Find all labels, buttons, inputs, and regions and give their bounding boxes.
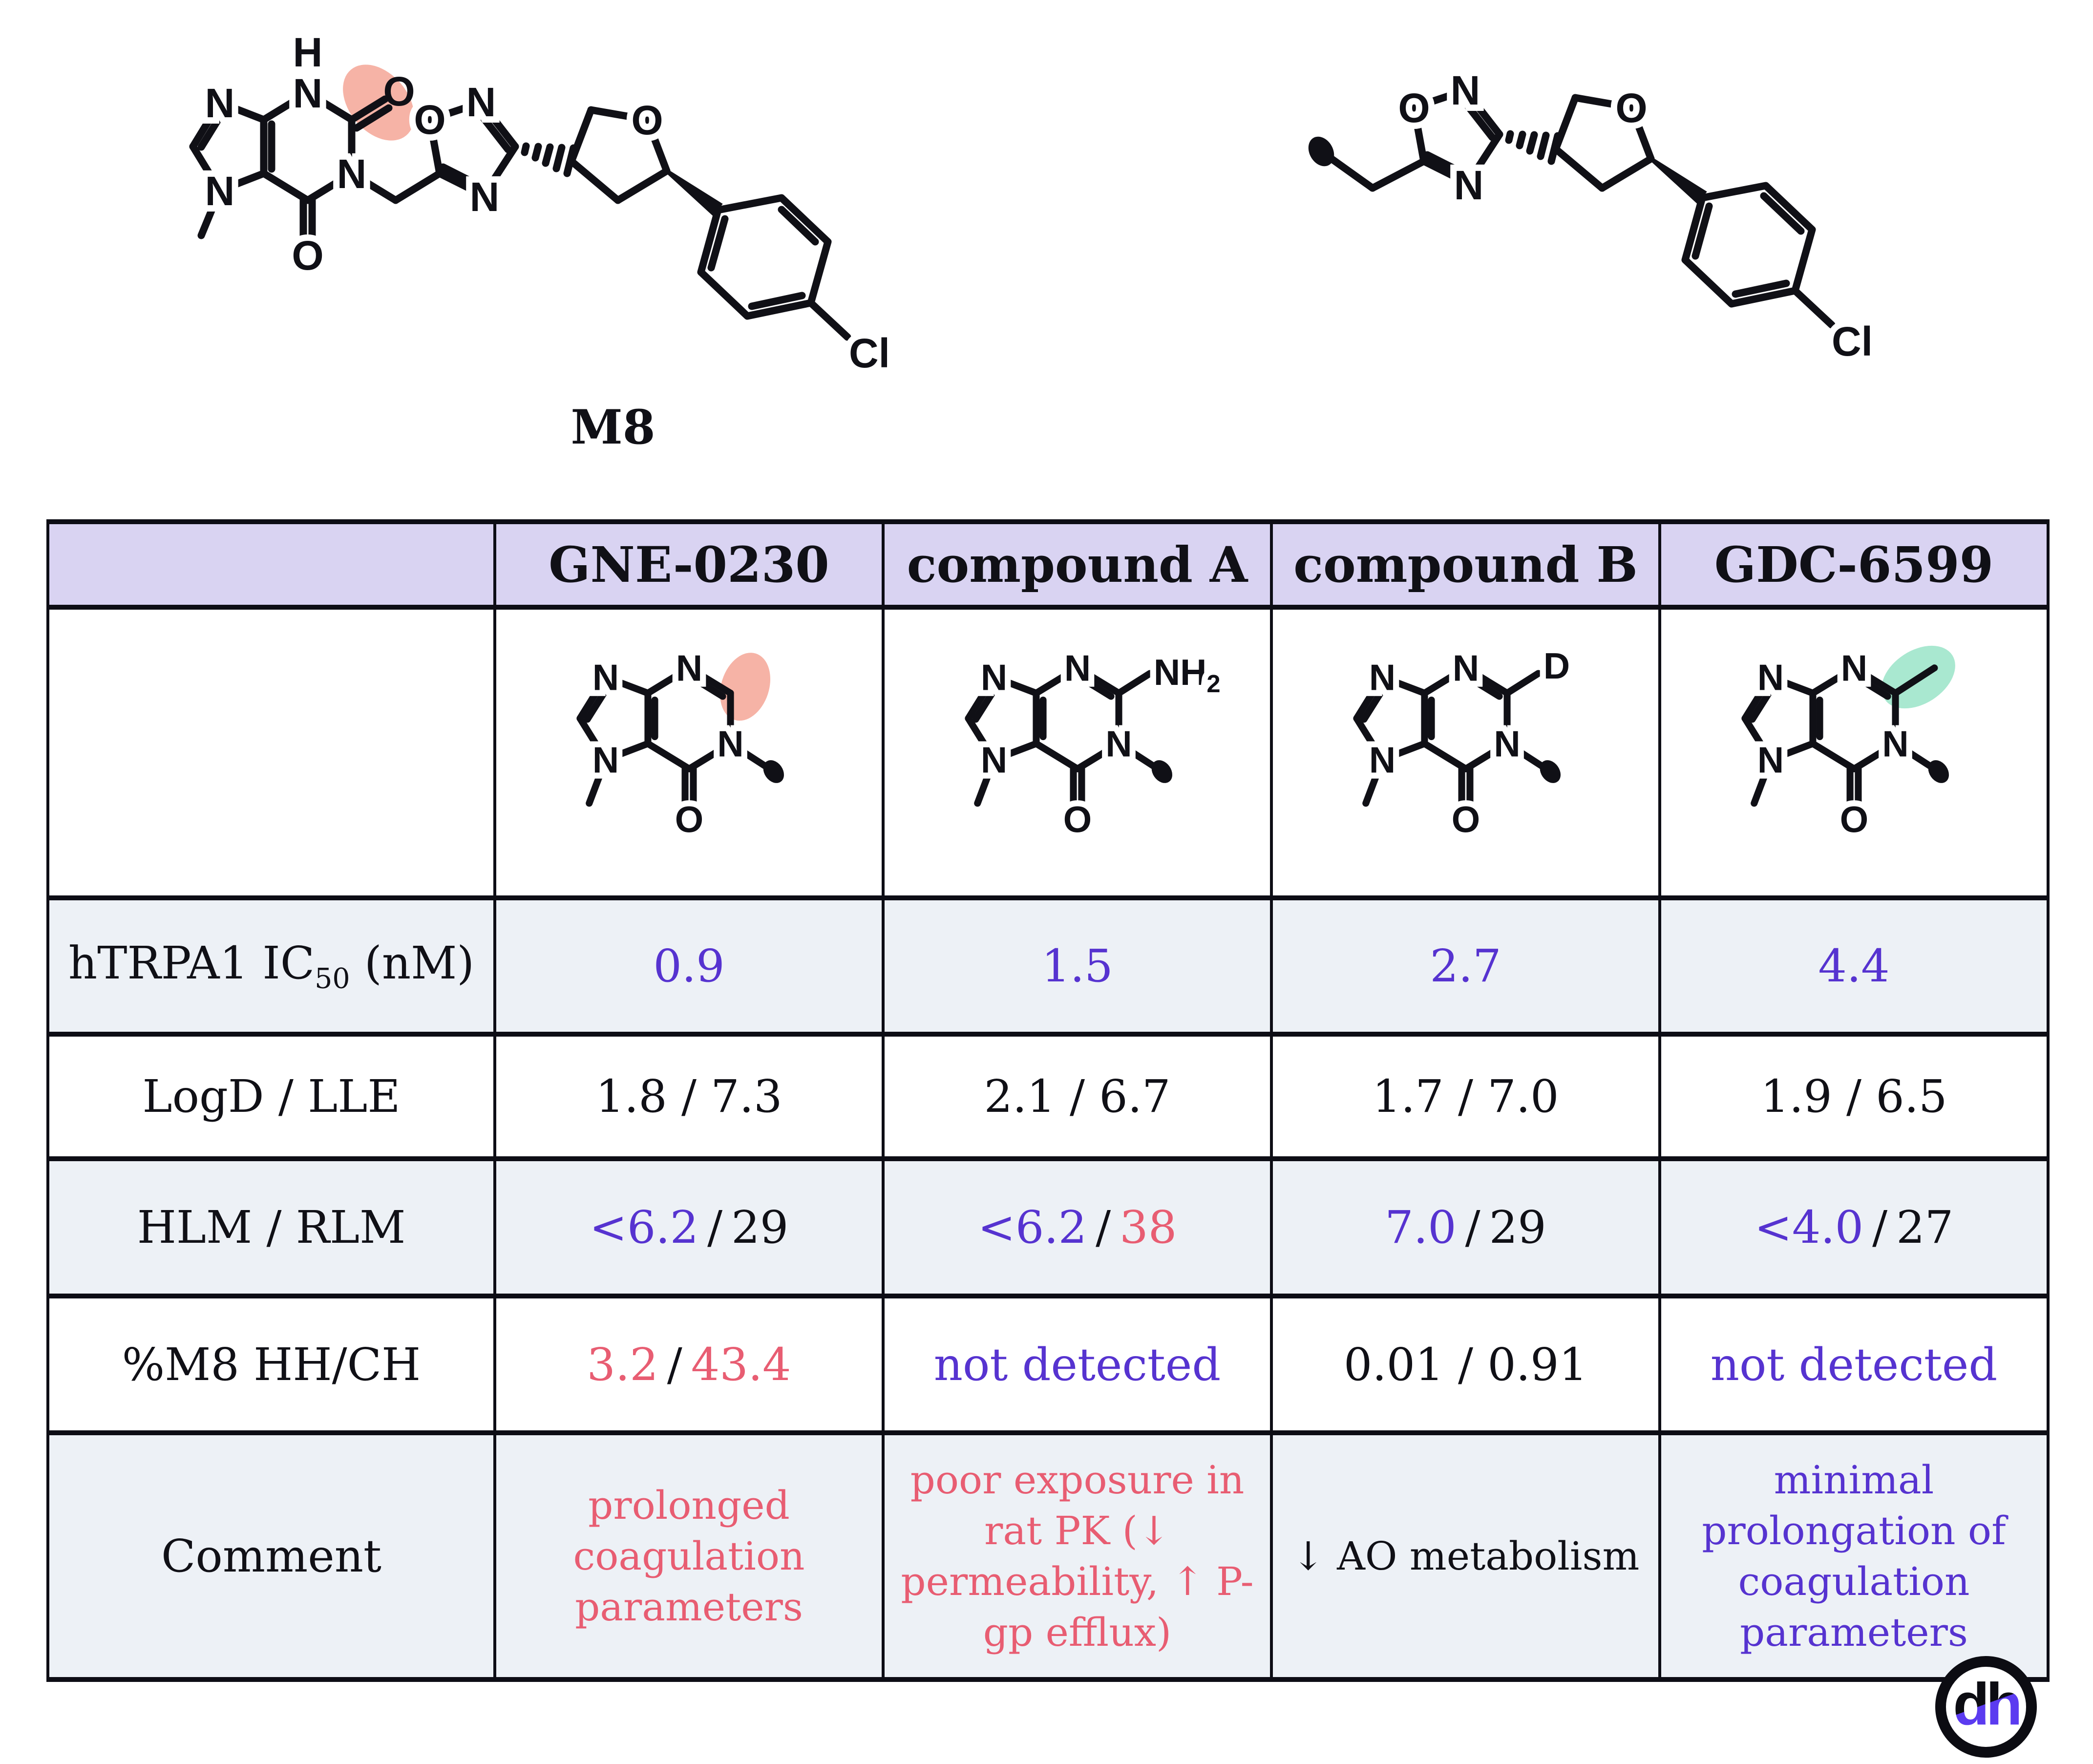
logd-cpda: 2.1 / 6.7 xyxy=(882,1032,1273,1161)
logo-text: dh xyxy=(1953,1671,2022,1737)
atom-n: N xyxy=(1105,723,1132,764)
atom-o: O xyxy=(1398,85,1430,131)
atom-h: H xyxy=(293,29,323,75)
hlm-cpda: <6.2/38 xyxy=(882,1156,1273,1298)
compound-comparison-table: GNE-0230 compound A compound B GDC-6599 … xyxy=(46,519,2050,1682)
atom-nh2: NH2 xyxy=(1153,651,1220,697)
m8-gne: 3.2/43.4 xyxy=(493,1294,885,1435)
m8-row: %M8 HH/CH 3.2/43.4 not detected 0.01 / 0… xyxy=(46,1294,2050,1435)
logd-gdc: 1.9 / 6.5 xyxy=(1658,1032,2050,1161)
atom-n: N xyxy=(1452,647,1479,688)
atom-n: N xyxy=(1454,162,1484,208)
atom-o: O xyxy=(631,97,663,143)
structure-empty-cell xyxy=(46,605,496,900)
header-row: GNE-0230 compound A compound B GDC-6599 xyxy=(46,519,2050,610)
header-empty xyxy=(46,519,496,610)
atom-n: N xyxy=(293,70,323,116)
potency-gdc: 4.4 xyxy=(1658,895,2050,1037)
potency-cpda: 1.5 xyxy=(882,895,1273,1037)
m8-gdc: not detected xyxy=(1658,1294,2050,1435)
header-gdc-6599: GDC-6599 xyxy=(1658,519,2050,610)
drug-hunter-logo: dh xyxy=(1935,1656,2037,1758)
potency-gne: 0.9 xyxy=(493,895,885,1037)
atom-o: O xyxy=(414,97,445,143)
atom-n: N xyxy=(1757,657,1783,698)
atom-o: O xyxy=(292,233,323,278)
atom-n: N xyxy=(1882,723,1908,764)
atom-cl: Cl xyxy=(1832,319,1873,364)
hlm-gdc: <4.0/27 xyxy=(1658,1156,2050,1298)
logd-gne: 1.8 / 7.3 xyxy=(493,1032,885,1161)
atom-n: N xyxy=(592,739,618,780)
structure-compound-b: D N N N N O xyxy=(1314,639,1576,846)
row-label-potency: hTRPA1 IC50 (nM) xyxy=(46,895,496,1037)
atom-n: N xyxy=(1494,723,1520,764)
structure-gdc-6599: N N N N O xyxy=(1703,641,2006,846)
atom-n: N xyxy=(1840,647,1867,688)
m8-structure-label: M8 xyxy=(571,400,655,455)
atom-n: N xyxy=(470,174,500,220)
hlm-row: HLM / RLM <6.2/29 <6.2/38 7.0/29 <4.0/27 xyxy=(46,1156,2050,1298)
logd-row: LogD / LLE 1.8 / 7.3 2.1 / 6.7 1.7 / 7.0… xyxy=(46,1032,2050,1161)
structure-cell-cpda: NH2 N N N N O xyxy=(882,605,1273,900)
atom-n: N xyxy=(1757,739,1783,780)
row-label-logd: LogD / LLE xyxy=(46,1032,496,1161)
potency-row: hTRPA1 IC50 (nM) 0.9 1.5 2.7 4.4 xyxy=(46,895,2050,1037)
atom-o: O xyxy=(383,68,415,114)
header-compound-b: compound B xyxy=(1270,519,1661,610)
atom-n: N xyxy=(1064,647,1090,688)
comment-cpda: poor exposure in rat PK (↓ permeability,… xyxy=(882,1430,1273,1682)
row-label-hlm: HLM / RLM xyxy=(46,1156,496,1298)
m8-cpdb: 0.01 / 0.91 xyxy=(1270,1294,1661,1435)
structure-cell-gne: N N N N O xyxy=(493,605,885,900)
atom-o: O xyxy=(1615,85,1647,131)
atom-n: N xyxy=(980,739,1007,780)
atom-n: N xyxy=(205,80,235,126)
m8-cpda: not detected xyxy=(882,1294,1273,1435)
fragment-structure: O N N O Cl xyxy=(1308,61,1879,371)
atom-n: N xyxy=(466,79,496,125)
atom-o: O xyxy=(1451,799,1480,840)
logd-cpdb: 1.7 / 7.0 xyxy=(1270,1032,1661,1161)
atom-d: D xyxy=(1543,645,1569,686)
atom-n: N xyxy=(205,168,235,214)
atom-n: N xyxy=(717,723,743,764)
m8-structure: H N O N O N N O N N O Cl xyxy=(189,23,896,383)
atom-o: O xyxy=(1063,799,1091,840)
structure-cell-cpdb: D N N N N O xyxy=(1270,605,1661,900)
atom-cl: Cl xyxy=(849,330,890,376)
structure-row: N N N N O NH2 N N N N O xyxy=(46,605,2050,900)
row-label-comment: Comment xyxy=(46,1430,496,1682)
structure-compound-a: NH2 N N N N O xyxy=(926,641,1226,846)
atom-n: N xyxy=(676,647,702,688)
comment-row: Comment prolonged coagulation parameters… xyxy=(46,1430,2050,1682)
hlm-gne: <6.2/29 xyxy=(493,1156,885,1298)
hlm-cpdb: 7.0/29 xyxy=(1270,1156,1661,1298)
atom-n: N xyxy=(980,657,1007,698)
structure-gne-0230: N N N N O xyxy=(538,641,841,846)
row-label-m8: %M8 HH/CH xyxy=(46,1294,496,1435)
atom-o: O xyxy=(675,799,703,840)
comment-gne: prolonged coagulation parameters xyxy=(493,1430,885,1682)
potency-cpdb: 2.7 xyxy=(1270,895,1661,1037)
structure-cell-gdc: N N N N O xyxy=(1658,605,2050,900)
comment-cpdb: ↓ AO metabolism xyxy=(1270,1430,1661,1682)
comment-gdc: minimal prolongation of coagulation para… xyxy=(1658,1430,2050,1682)
header-compound-a: compound A xyxy=(882,519,1273,610)
atom-o: O xyxy=(1839,799,1868,840)
header-gne-0230: GNE-0230 xyxy=(493,519,885,610)
atom-n: N xyxy=(592,657,618,698)
atom-n: N xyxy=(1369,657,1395,698)
atom-n: N xyxy=(1451,67,1480,113)
atom-n: N xyxy=(1369,739,1395,780)
atom-n: N xyxy=(337,151,367,197)
